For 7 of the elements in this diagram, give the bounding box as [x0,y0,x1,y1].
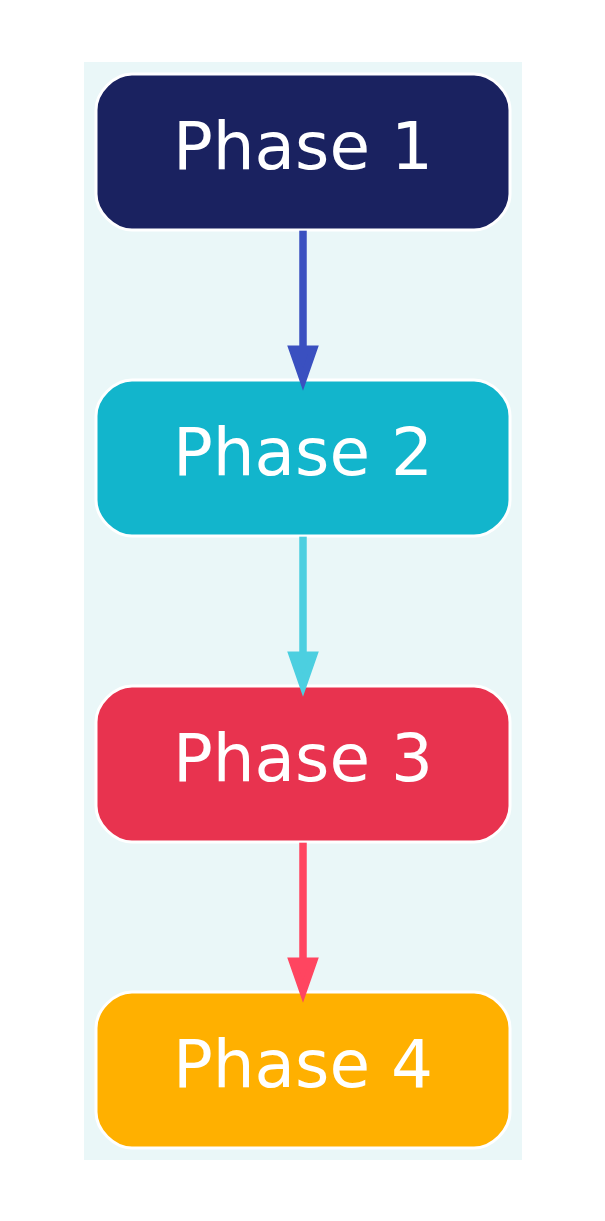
arrow [286,536,319,697]
arrow [286,842,319,1003]
node-box: Phase 4 [94,990,511,1149]
arrow [286,230,319,391]
node-box: Phase 3 [94,684,511,843]
node-box: Phase 2 [94,378,511,537]
node-box: Phase 1 [94,72,511,231]
